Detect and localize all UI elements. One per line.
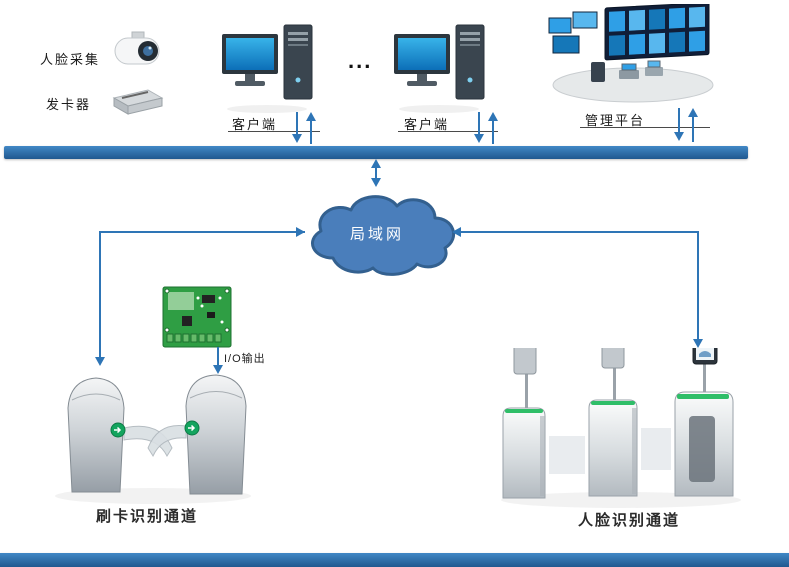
management-label: 管理平台: [585, 113, 646, 128]
dome-camera-icon: [112, 31, 162, 75]
left-branch-head-to-cloud: [296, 227, 305, 237]
arrow-client1-down-head: [292, 134, 302, 143]
io-arrow-line: [217, 347, 219, 367]
arrow-client2-down-line: [478, 112, 480, 136]
arrow-client2-up-head: [488, 112, 498, 121]
io-output-label: I/O输出: [224, 353, 266, 365]
control-center-icon: [545, 4, 717, 106]
client-left-label: 客户端: [232, 117, 278, 132]
lan-cloud: [295, 180, 465, 280]
right-branch-head-down: [693, 339, 703, 348]
right-branch-vline: [697, 231, 699, 341]
bottom-blue-bar: [0, 553, 789, 567]
arrow-client2-down-head: [474, 134, 484, 143]
face-capture-label: 人脸采集: [40, 52, 101, 67]
arrow-client1-up-head: [306, 112, 316, 121]
arrow-client2-up-line: [492, 120, 494, 144]
client-right-underline: [398, 131, 498, 132]
arrow-bar-cloud-up-head: [371, 159, 381, 168]
desktop-computer-icon-right: [394, 22, 489, 114]
arrow-mgmt-up-line: [692, 116, 694, 142]
left-branch-hline: [100, 231, 305, 233]
client-right-label: 客户端: [404, 117, 450, 132]
face-recognition-turnstiles: [495, 348, 747, 510]
arrow-client1-up-line: [310, 120, 312, 144]
client-left-underline: [228, 131, 320, 132]
left-branch-head-down: [95, 357, 105, 366]
left-branch-vline: [99, 231, 101, 359]
arrow-client1-down-line: [296, 112, 298, 136]
card-issuer-label: 发卡器: [46, 97, 92, 112]
right-branch-head-to-cloud: [452, 227, 461, 237]
network-backbone-bar: [4, 146, 748, 159]
right-branch-hline: [456, 231, 699, 233]
arrow-mgmt-down-line: [678, 108, 680, 134]
management-underline: [580, 127, 710, 128]
face-channel-label: 人脸识别通道: [578, 512, 681, 529]
card-dispenser-icon: [110, 82, 166, 116]
lan-label: 局域网: [350, 226, 405, 243]
arrow-mgmt-up-head: [688, 108, 698, 117]
desktop-computer-icon-left: [222, 22, 317, 114]
swing-barrier-gates: [48, 366, 263, 506]
arrow-bar-cloud-down-head: [371, 178, 381, 187]
arrow-mgmt-down-head: [674, 132, 684, 141]
arrow-bar-cloud-line: [375, 166, 377, 180]
more-clients-ellipsis: ...: [348, 48, 373, 73]
access-controller-board-icon: [162, 286, 232, 348]
io-arrow-head: [213, 365, 223, 374]
card-channel-label: 刷卡识别通道: [96, 508, 199, 525]
